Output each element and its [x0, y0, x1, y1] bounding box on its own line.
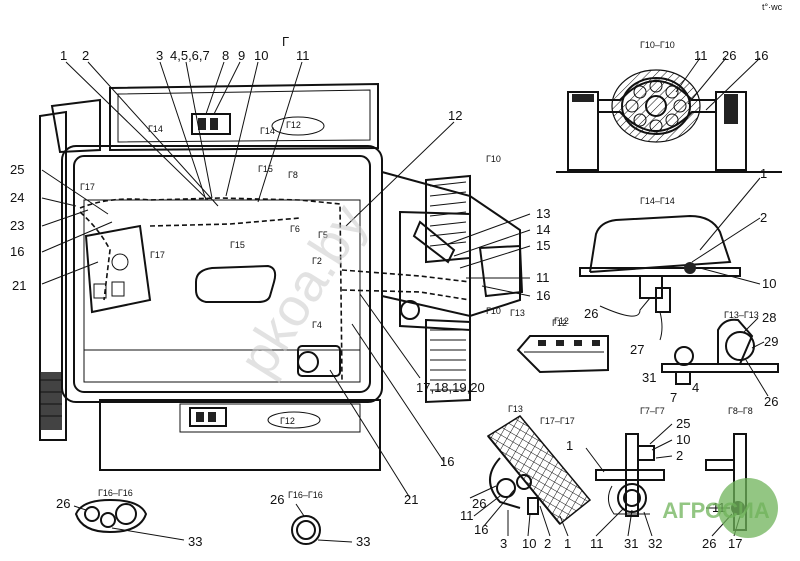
callout-number: 2	[82, 48, 89, 63]
view-marker: Г13	[508, 404, 523, 414]
main-section-title: Г	[282, 34, 289, 49]
callout-number: 21	[404, 492, 418, 507]
callout-number: 1	[60, 48, 67, 63]
view-title: Г16–Г16	[98, 488, 133, 498]
view-g7	[585, 423, 673, 537]
callout-number: 26	[472, 496, 486, 511]
view-g12	[516, 335, 609, 374]
view-g13	[661, 317, 779, 397]
view-title: Г7–Г7	[640, 406, 665, 416]
view-marker: Г15	[230, 240, 245, 250]
callout-number: 10	[522, 536, 536, 551]
view-marker: Г10	[486, 154, 501, 164]
callout-number: 2	[760, 210, 767, 225]
callout-number: 10	[676, 432, 690, 447]
view-title: Г14–Г14	[640, 196, 675, 206]
callout-number: 13	[536, 206, 550, 221]
callout-number: 25	[10, 162, 24, 177]
view-marker: Г12	[280, 416, 295, 426]
callout-number: 21	[12, 278, 26, 293]
callout-number: 16	[440, 454, 454, 469]
view-marker: Г15	[258, 164, 273, 174]
view-title: Г13–Г13	[724, 310, 759, 320]
view-g10	[556, 57, 782, 173]
callout-number: 2	[676, 448, 683, 463]
view-marker: Г6	[290, 224, 300, 234]
callout-number: 4	[692, 380, 699, 395]
callout-number: 11	[694, 48, 708, 63]
callout-number: 7	[670, 390, 677, 405]
callout-number: 31	[624, 536, 638, 551]
view-marker: Г4	[312, 320, 322, 330]
callout-number: 26	[722, 48, 736, 63]
callout-number: 3	[500, 536, 507, 551]
brand-logo: АГРОСИА	[662, 478, 778, 538]
callout-number: 9	[238, 48, 245, 63]
callout-number: 10	[762, 276, 776, 291]
callout-number: 15	[536, 238, 550, 253]
callout-number: 26	[270, 492, 284, 507]
callout-number: 3	[156, 48, 163, 63]
callout-number: 1	[564, 536, 571, 551]
callout-number: 4,5,6,7	[170, 48, 210, 63]
view-marker: Г14	[260, 126, 275, 136]
callout-number: 11	[460, 508, 474, 523]
view-marker: Г13	[510, 308, 525, 318]
callout-number: 11	[590, 536, 604, 551]
callout-number: 33	[188, 534, 202, 549]
view-title: Г17–Г17	[540, 416, 575, 426]
view-title: Г12	[552, 318, 567, 328]
callout-number: 11	[536, 270, 550, 285]
callout-number: 16	[754, 48, 768, 63]
view-marker: Г17	[150, 250, 165, 260]
callout-number: 14	[536, 222, 550, 237]
view-g17	[469, 415, 592, 537]
callout-number: 28	[762, 310, 776, 325]
view-marker: Г10	[486, 306, 501, 316]
callout-number: 32	[648, 536, 662, 551]
callout-number: 26	[702, 536, 716, 551]
view-marker: Г17	[80, 182, 95, 192]
view-g16-right	[291, 503, 353, 545]
callout-number: 25	[676, 416, 690, 431]
callout-number: 16	[536, 288, 550, 303]
view-title: Г16–Г16	[288, 490, 323, 500]
callout-number: 2	[544, 536, 551, 551]
callout-number: 31	[642, 370, 656, 385]
logo-text: АГРОСИА	[662, 498, 770, 523]
callout-number: 12	[448, 108, 462, 123]
corner-mark: t°·wc	[762, 2, 783, 12]
view-marker: Г5	[318, 230, 328, 240]
callout-number: 29	[764, 334, 778, 349]
view-marker: Г14	[148, 124, 163, 134]
view-g14	[579, 177, 761, 341]
callout-number: 33	[356, 534, 370, 549]
callout-number: 1	[566, 438, 573, 453]
callout-number: 27	[630, 342, 644, 357]
callout-number: 26	[764, 394, 778, 409]
callout-number: 26	[56, 496, 70, 511]
callout-number: 16	[10, 244, 24, 259]
callout-number: 16	[474, 522, 488, 537]
callout-number: 1	[760, 166, 767, 181]
view-marker: Г12	[286, 120, 301, 130]
callout-number: 8	[222, 48, 229, 63]
callout-number: 11	[296, 48, 310, 63]
callout-number: 26	[584, 306, 598, 321]
view-g16-left	[73, 498, 185, 541]
view-marker: Г12	[554, 316, 569, 326]
callout-number: 17	[728, 536, 742, 551]
callout-number: 23	[10, 218, 24, 233]
callout-number: 17,18,19,20	[416, 380, 485, 395]
view-marker: Г2	[312, 256, 322, 266]
view-title: Г10–Г10	[640, 40, 675, 50]
callout-number: 24	[10, 190, 24, 205]
callout-number: 10	[254, 48, 268, 63]
main-cab-view	[39, 61, 531, 499]
view-marker: Г8	[288, 170, 298, 180]
view-title: Г8–Г8	[728, 406, 753, 416]
